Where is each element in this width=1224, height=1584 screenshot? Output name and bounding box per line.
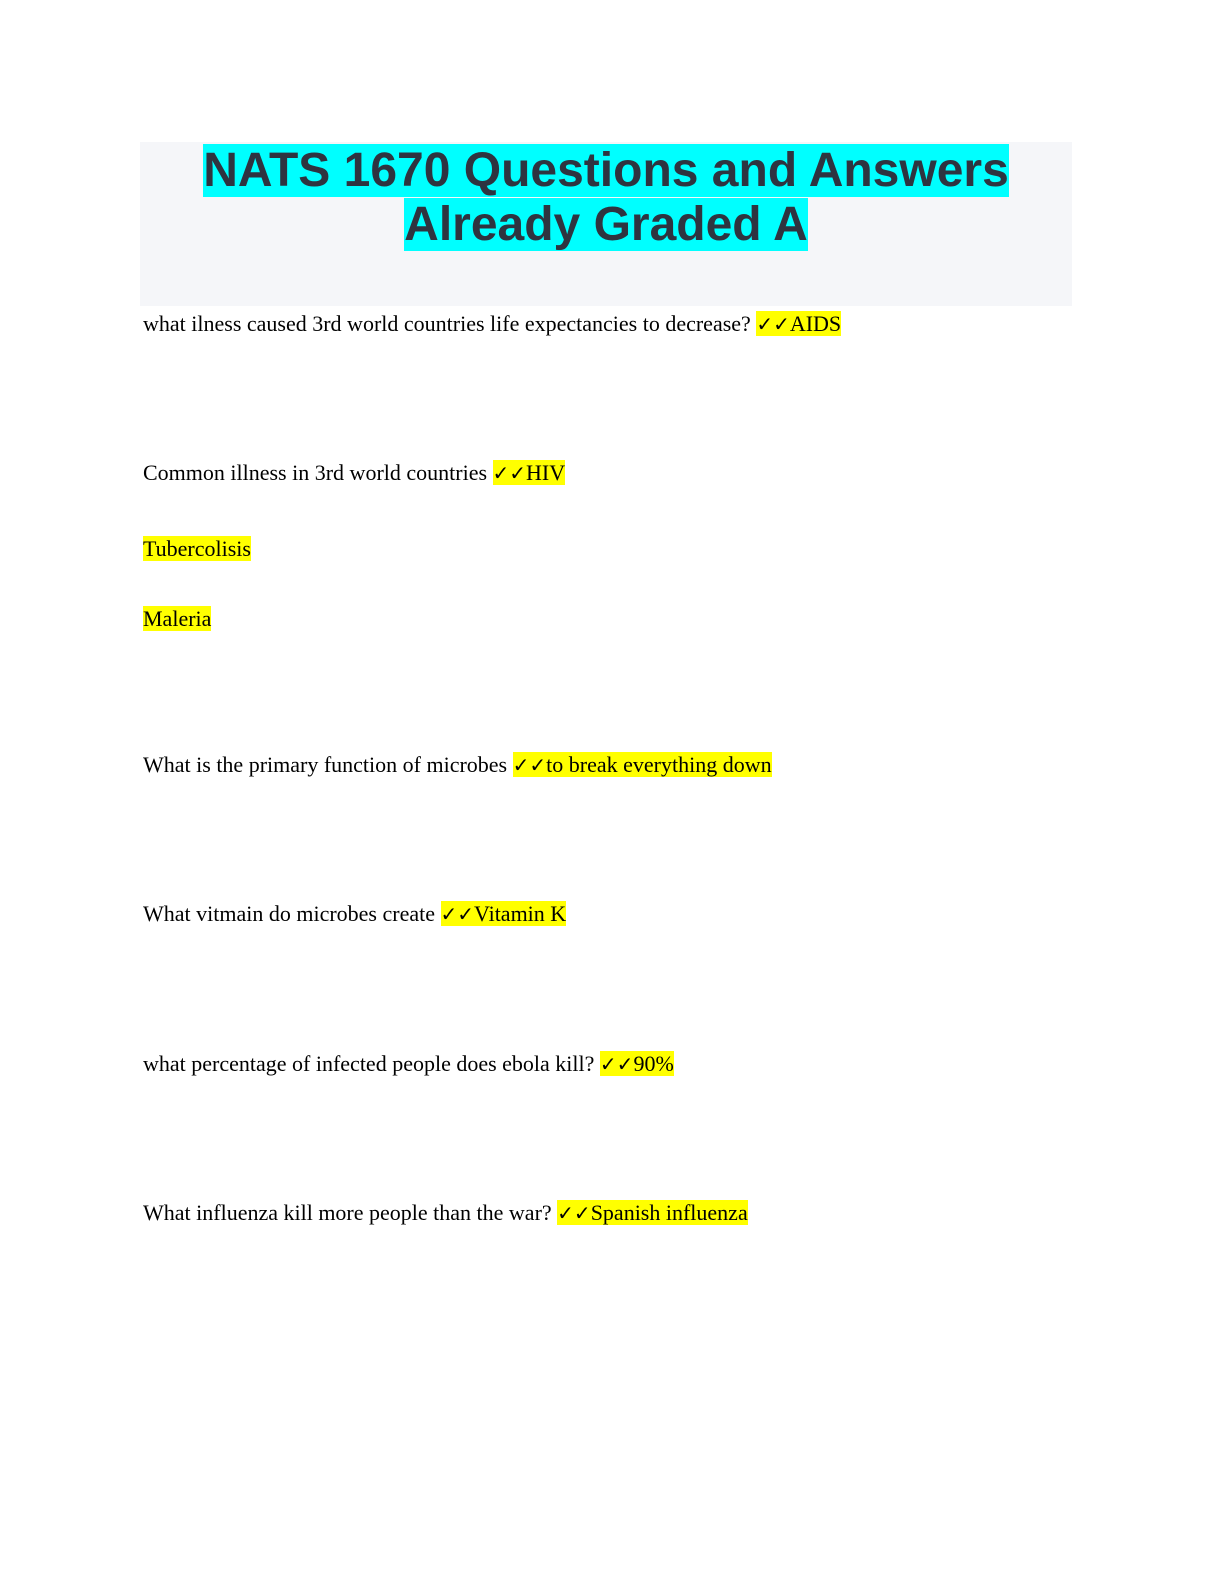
double-check-icon: ✓✓ [557, 1201, 591, 1225]
answer-text: HIV [526, 460, 566, 485]
qa-item: what percentage of infected people does … [143, 1048, 674, 1080]
answer-text: to break everything down [546, 752, 772, 777]
answer: ✓✓to break everything down [512, 752, 772, 777]
answer-text: 90% [633, 1051, 674, 1076]
double-check-icon: ✓✓ [756, 312, 790, 336]
question: What influenza kill more people than the… [143, 1200, 558, 1225]
answer: ✓✓HIV [492, 460, 566, 485]
qa-item: What vitmain do microbes create ✓✓Vitami… [143, 898, 567, 930]
double-check-icon: ✓✓ [440, 902, 475, 926]
double-check-icon: ✓✓ [492, 461, 527, 485]
qa-item: What influenza kill more people than the… [143, 1197, 748, 1229]
question: what ilness caused 3rd world countries l… [143, 311, 757, 336]
answer-text: Spanish influenza [590, 1200, 748, 1225]
question: Common illness in 3rd world countries [143, 460, 493, 485]
answer: ✓✓90% [599, 1051, 674, 1076]
title-line-2: Already Graded A [404, 198, 808, 251]
qa-item: Common illness in 3rd world countries ✓✓… [143, 457, 566, 489]
question: What vitmain do microbes create [143, 901, 441, 926]
answer: ✓✓Vitamin K [440, 901, 567, 926]
answer-continuation: Maleria [143, 603, 212, 635]
answer-text: Vitamin K [474, 901, 567, 926]
answer: ✓✓AIDS [756, 311, 842, 336]
answer-text: AIDS [789, 311, 842, 336]
title-line-1: NATS 1670 Questions and Answers [203, 144, 1009, 197]
qa-item: what ilness caused 3rd world countries l… [143, 308, 842, 340]
document-title: NATS 1670 Questions and Answers Already … [140, 144, 1072, 252]
question: What is the primary function of microbes [143, 752, 513, 777]
qa-item: What is the primary function of microbes… [143, 749, 772, 781]
question: what percentage of infected people does … [143, 1051, 600, 1076]
answer-text: Tubercolisis [143, 536, 251, 561]
answer-continuation: Tubercolisis [143, 533, 251, 565]
double-check-icon: ✓✓ [512, 753, 547, 777]
double-check-icon: ✓✓ [599, 1052, 634, 1076]
answer-text: Maleria [143, 606, 212, 631]
answer: ✓✓Spanish influenza [557, 1200, 748, 1225]
